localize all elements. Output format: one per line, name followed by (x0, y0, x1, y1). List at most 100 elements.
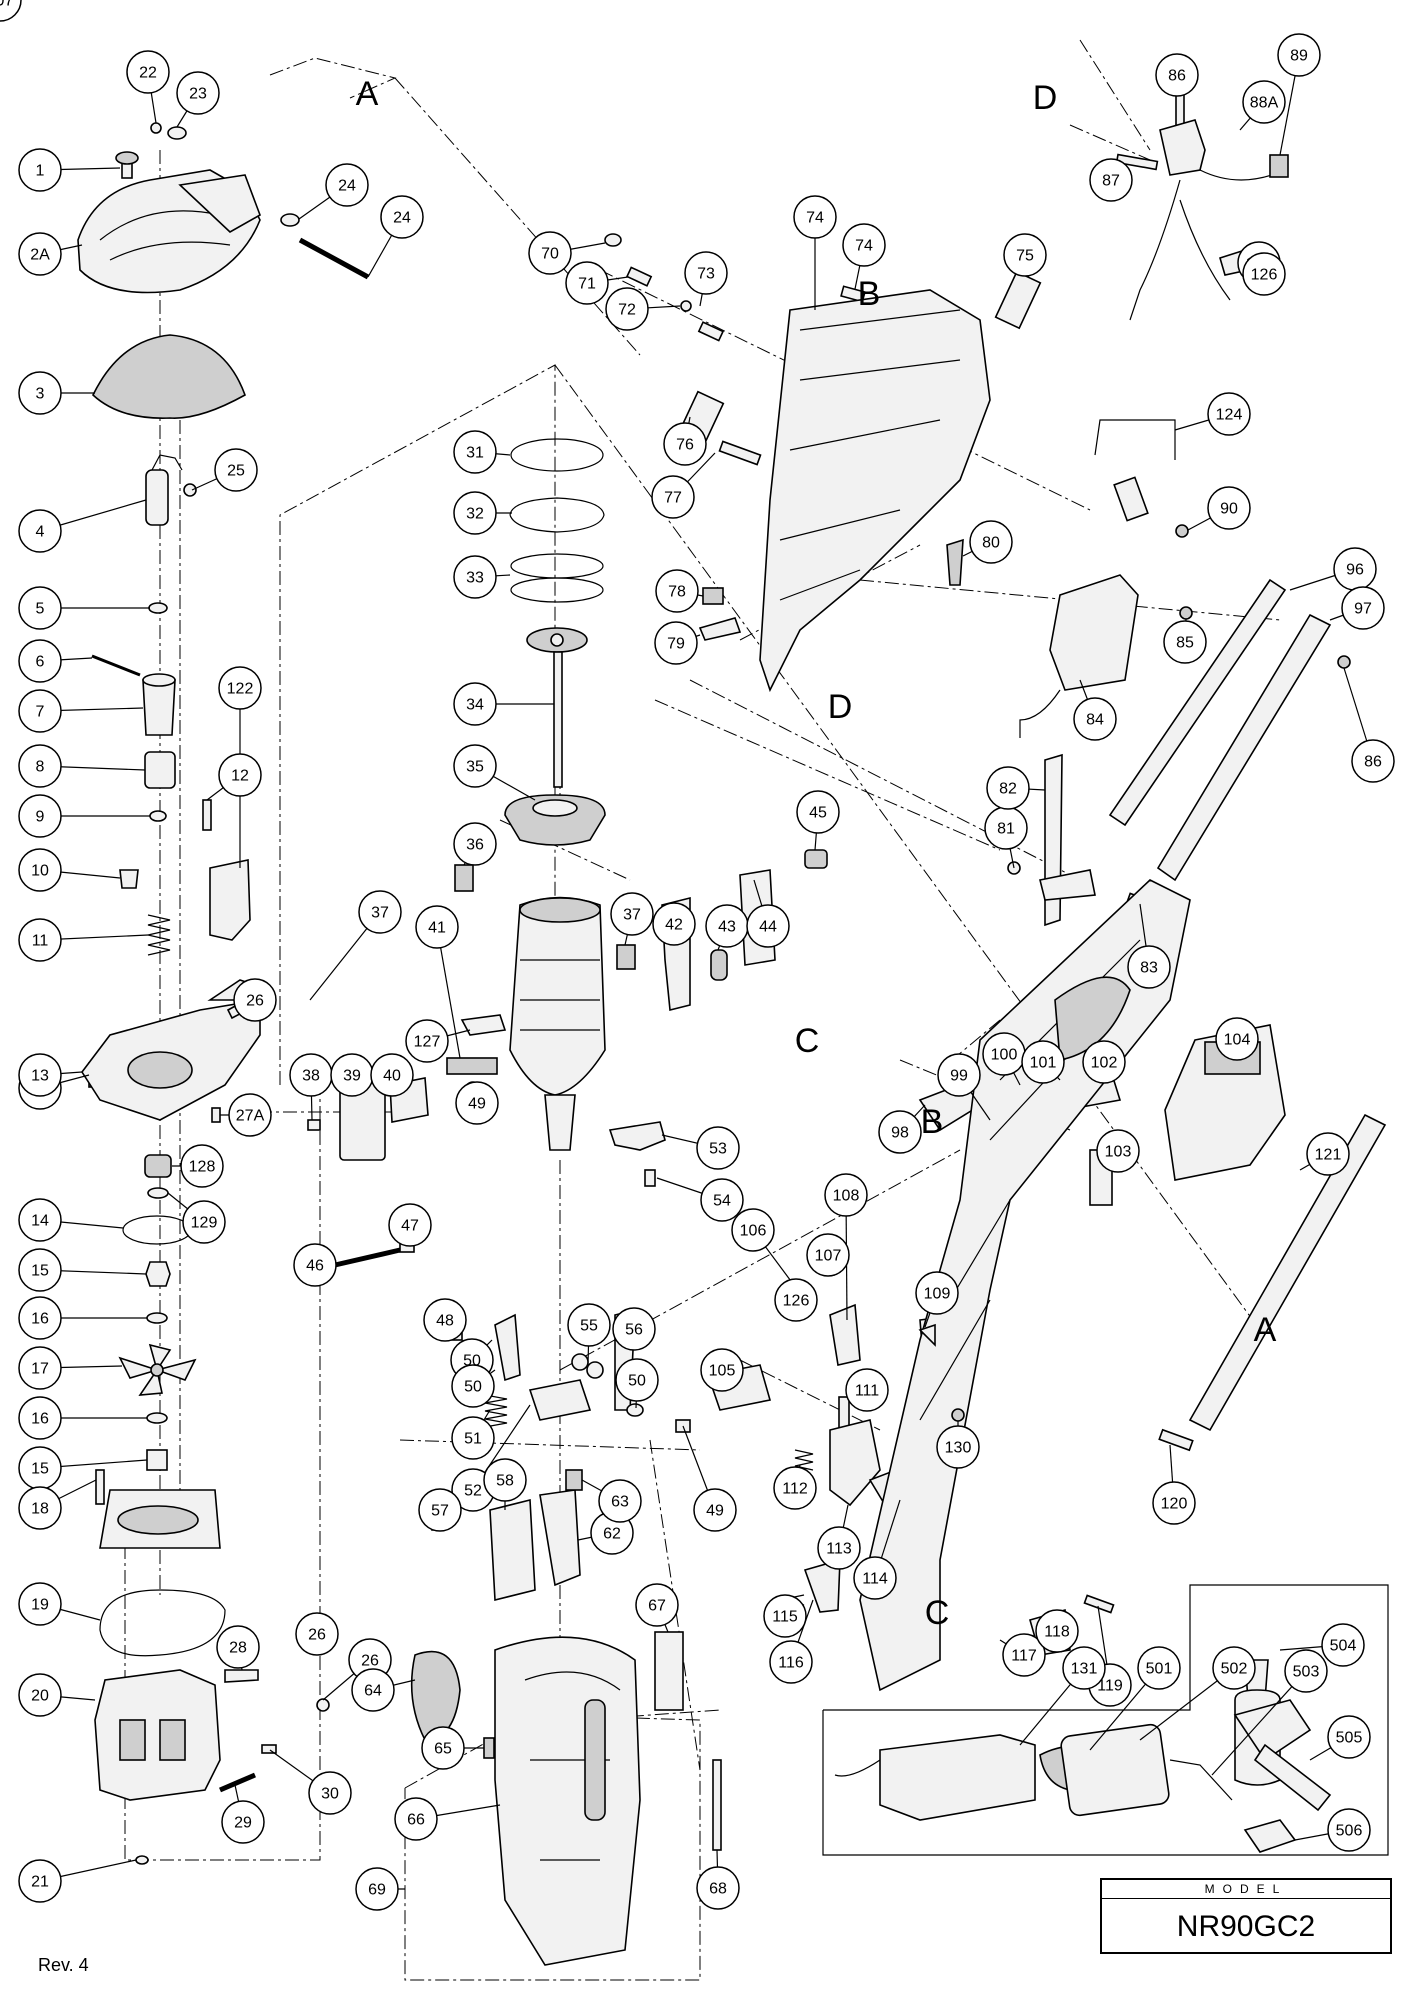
revision-label: Rev. 4 (38, 1955, 89, 1975)
callout-circle (1207, 486, 1251, 530)
callout-circle (176, 71, 220, 115)
callout-circle (1003, 233, 1047, 277)
callout-number: 128 (189, 1159, 216, 1176)
callout-number: 17 (31, 1361, 49, 1378)
callout-number: 82 (999, 781, 1017, 798)
part-callout: 44 (746, 904, 790, 948)
part-callout: 128 (180, 1144, 224, 1188)
callout-number: 35 (466, 759, 484, 776)
callout-circle (937, 1053, 981, 1097)
callout-number: 58 (496, 1473, 514, 1490)
callout-number: 115 (772, 1609, 798, 1626)
callout-number: 64 (364, 1683, 382, 1700)
section-reference-letter: C (795, 1022, 820, 1060)
callout-circle (598, 1479, 642, 1523)
callout-number: 42 (665, 917, 683, 934)
part-callout: 15 (18, 1248, 62, 1292)
model-number: NR90GC2 (1176, 1910, 1316, 1943)
part-callout: 24 (325, 163, 369, 207)
callout-number: 29 (234, 1815, 252, 1832)
callout-circle (793, 195, 837, 239)
part-callout: 57 (418, 1488, 462, 1532)
callout-number: 101 (1030, 1055, 1057, 1072)
callout-number: 48 (436, 1313, 454, 1330)
callout-number: 502 (1221, 1661, 1248, 1678)
callout-number: 88A (1250, 95, 1279, 112)
callout-circle (696, 1126, 740, 1170)
callout-number: 46 (306, 1258, 324, 1275)
part-callout: 36 (453, 822, 497, 866)
part-callout: 126 (1242, 252, 1286, 296)
callout-circle (612, 1307, 656, 1351)
callout-number: 49 (468, 1096, 486, 1113)
part-callout: 505 (1327, 1715, 1371, 1759)
callout-number: 7 (36, 704, 45, 721)
section-reference-letter: A (356, 75, 379, 113)
callout-number: 507 (0, 0, 13, 10)
callout-circle (18, 1296, 62, 1340)
callout-number: 84 (1086, 712, 1104, 729)
callout-circle (18, 1396, 62, 1440)
callout-number: 63 (611, 1494, 629, 1511)
part-callout: 18 (18, 1486, 62, 1530)
part-callout: 121 (1306, 1132, 1350, 1176)
part-callout: 34 (453, 682, 497, 726)
callout-number: 121 (1315, 1147, 1342, 1164)
section-reference-letter: C (925, 1594, 950, 1632)
callout-number: 33 (466, 570, 484, 587)
callout-circle (423, 1298, 467, 1342)
part-callout: 109 (915, 1271, 959, 1315)
part-callout: 97 (1341, 586, 1385, 630)
callout-number: 124 (1216, 407, 1243, 424)
callout-number: 105 (709, 1363, 736, 1380)
callout-number: 11 (32, 933, 49, 950)
callout-circle (216, 1625, 260, 1669)
part-callout: 131 (1062, 1646, 1106, 1690)
callout-circle (1082, 1040, 1126, 1084)
callout-number: 71 (578, 276, 596, 293)
section-reference-letter: B (858, 275, 881, 313)
part-callout: 24 (380, 195, 424, 239)
callout-number: 12 (231, 768, 249, 785)
callout-circle (774, 1278, 818, 1322)
callout-circle (567, 1303, 611, 1347)
part-callout: 80 (969, 520, 1013, 564)
part-callout: 7 (18, 689, 62, 733)
callout-circle (1035, 1609, 1079, 1653)
callout-number: 10 (31, 863, 49, 880)
part-callout: 87 (1089, 158, 1133, 202)
callout-number: 73 (697, 266, 715, 283)
title-block: MODEL NR90GC2 (1100, 1878, 1392, 1954)
callout-number: 20 (31, 1688, 49, 1705)
callout-number: 76 (676, 437, 694, 454)
callout-circle (18, 689, 62, 733)
part-callout: 5 (18, 586, 62, 630)
callout-circle (218, 753, 262, 797)
part-callout: 55 (567, 1303, 611, 1347)
callout-layer: 12A3456789101112121314151516161718192021… (0, 0, 1395, 1911)
callout-circle (700, 1348, 744, 1392)
callout-circle (18, 232, 62, 276)
part-callout: 11 (18, 918, 62, 962)
part-callout: 40 (370, 1053, 414, 1097)
callout-circle (308, 1771, 352, 1815)
callout-circle (233, 978, 277, 1022)
callout-circle (18, 744, 62, 788)
callout-circle (405, 1019, 449, 1063)
callout-number: 116 (778, 1655, 804, 1672)
part-callout: 10 (18, 848, 62, 892)
callout-circle (18, 1198, 62, 1242)
part-callout: 78 (655, 569, 699, 613)
callout-number: 5 (36, 601, 45, 618)
callout-number: 505 (1336, 1730, 1363, 1747)
callout-circle (1306, 1132, 1350, 1176)
callout-circle (451, 1416, 495, 1460)
callout-circle (126, 50, 170, 94)
callout-number: 70 (541, 246, 559, 263)
callout-number: 41 (428, 920, 446, 937)
callout-number: 68 (709, 1881, 727, 1898)
callout-number: 14 (31, 1213, 49, 1230)
part-callout: 120 (1152, 1481, 1196, 1525)
callout-circle (18, 1346, 62, 1390)
part-callout: 53 (696, 1126, 740, 1170)
